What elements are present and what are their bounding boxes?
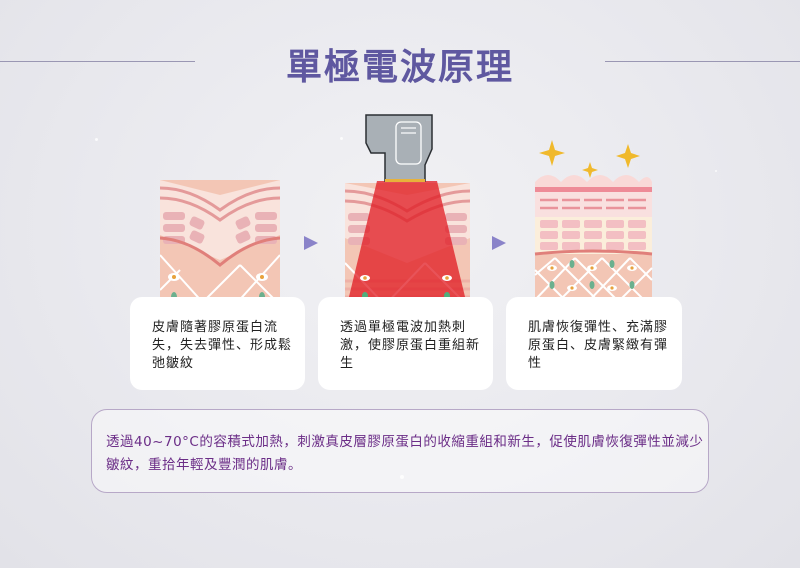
background-sparkle: [340, 137, 343, 140]
background-sparkle: [95, 138, 98, 141]
firm-skin-illustration: [534, 140, 653, 305]
summary-text: 透過40~70°C的容積式加熱，刺激真皮層膠原蛋白的收縮重組和新生，促使肌膚恢復…: [106, 434, 704, 473]
aged-skin-illustration: [160, 180, 280, 305]
step-description: 肌膚恢復彈性、充滿膠原蛋白、皮膚緊緻有彈性: [528, 320, 669, 371]
page-title: 單極電波原理: [285, 47, 514, 88]
step-card-1: 皮膚隨著膠原蛋白流失，失去彈性、形成鬆弛皺紋: [130, 297, 305, 390]
title-divider-left: [0, 61, 195, 62]
title-divider-right: [605, 61, 800, 62]
next-arrow-icon: [304, 236, 318, 250]
sparkle-icon: [539, 140, 640, 178]
summary-box: 透過40~70°C的容積式加熱，刺激真皮層膠原蛋白的收縮重組和新生，促使肌膚恢復…: [91, 409, 709, 493]
background-sparkle: [715, 170, 717, 172]
step-description: 透過單極電波加熱刺激，使膠原蛋白重組新生: [340, 320, 481, 371]
background-sparkle: [400, 475, 404, 479]
step-card-3: 肌膚恢復彈性、充滿膠原蛋白、皮膚緊緻有彈性: [506, 297, 682, 390]
step-description: 皮膚隨著膠原蛋白流失，失去彈性、形成鬆弛皺紋: [152, 320, 293, 371]
step-card-2: 透過單極電波加熱刺激，使膠原蛋白重組新生: [318, 297, 493, 390]
next-arrow-icon: [492, 236, 506, 250]
probe-heating-illustration: [345, 114, 470, 305]
